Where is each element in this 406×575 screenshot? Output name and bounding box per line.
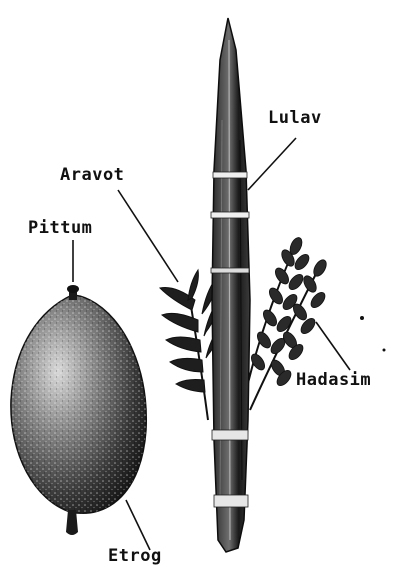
lulav-leader-line <box>248 138 296 190</box>
label-pittum: Pittum <box>28 218 92 238</box>
lulav-palm-frond <box>211 18 250 552</box>
speck-dot <box>383 349 386 352</box>
etrog-leader-line <box>126 500 150 550</box>
hadasim-leader-line <box>316 322 350 370</box>
label-etrog: Etrog <box>108 546 162 566</box>
aravot-willow-branch <box>160 270 220 420</box>
label-lulav: Lulav <box>268 108 322 128</box>
etrog-fruit <box>11 295 146 535</box>
label-aravot: Aravot <box>60 165 124 185</box>
aravot-leader-line <box>118 190 178 282</box>
speck-dot <box>360 316 364 320</box>
label-hadasim: Hadasim <box>296 370 371 390</box>
